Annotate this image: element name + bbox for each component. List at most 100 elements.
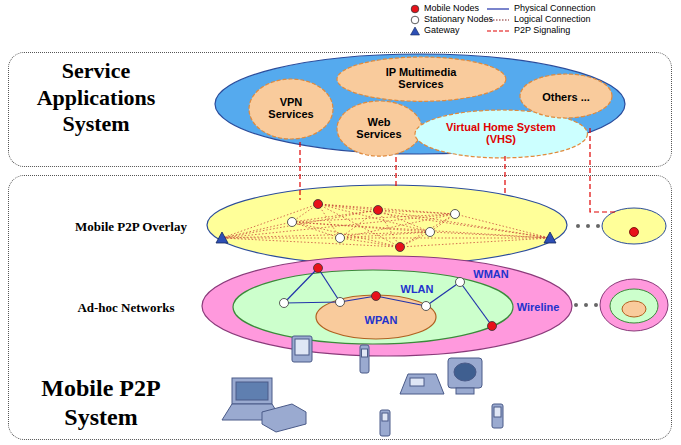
service-ellipse: VPN Services: [249, 79, 333, 139]
adhoc-net: [280, 264, 497, 331]
logical-connection: [318, 204, 378, 210]
small-overlay: [602, 208, 666, 244]
text-holder: WMAN: [461, 264, 521, 282]
logical-connection: [318, 204, 550, 238]
service-ellipse: Others ...: [520, 74, 612, 118]
gateway-sample: [411, 27, 420, 35]
legend-sample: [486, 4, 510, 14]
logical-connection: [292, 222, 550, 238]
node-label: Virtual Home System (VHS): [441, 121, 561, 146]
text-holder: WPAN: [351, 310, 411, 328]
logical-connection: [400, 238, 550, 247]
node-label: Wireline: [517, 301, 560, 314]
tablet-screen: [295, 339, 309, 355]
legend-item: Gateway: [410, 26, 460, 36]
mobile-phone: [380, 410, 390, 436]
dot: [594, 303, 598, 307]
logical-connection: [318, 204, 430, 232]
monitor-stand: [456, 388, 474, 394]
text-holder: Virtual Home System (VHS): [441, 121, 561, 148]
legend-sample: [410, 26, 420, 36]
service-ellipse: IP Multimedia Services: [337, 57, 506, 101]
laptop-display: [236, 382, 268, 400]
logical-connection: [318, 204, 340, 238]
mobile-node: [488, 322, 497, 331]
signal-line: [395, 157, 396, 186]
legend-item: Stationary Nodes: [410, 15, 493, 25]
line-sample: [487, 19, 509, 20]
logical-connection: [222, 222, 292, 238]
logical-connection: [340, 238, 550, 239]
mobile-node: [630, 228, 639, 237]
legend-text: P2P Signaling: [514, 26, 570, 36]
legend-item: Mobile Nodes: [410, 4, 479, 14]
stationary-node: [422, 302, 431, 311]
legend-text: Gateway: [424, 26, 460, 36]
legend-swatch: [411, 16, 419, 24]
text-holder: WLAN: [387, 279, 447, 297]
phone-screen: [362, 349, 368, 357]
layer-label: Ad-hoc Networks: [77, 300, 174, 316]
logical-connection: [222, 238, 400, 247]
legend-sample: [486, 26, 510, 36]
physical-connection: [460, 282, 492, 326]
tablet: [292, 336, 312, 362]
ellipse-outline: [337, 57, 506, 101]
legend-sample: [410, 15, 420, 25]
logical-connection: [340, 232, 430, 238]
signal-line: [590, 128, 618, 212]
stationary-node: [336, 298, 345, 307]
text-holder: Mobile P2P System: [16, 374, 186, 432]
node-label: VPN Services: [260, 96, 322, 121]
overlay-mesh: [216, 200, 556, 252]
desk-phone: [400, 374, 444, 394]
mobile-node: [372, 292, 381, 301]
logical-connection: [318, 204, 400, 247]
legend-item: Logical Connection: [486, 15, 591, 25]
small-wireline: [600, 279, 668, 331]
mobile-node: [314, 200, 323, 209]
text-holder: VPN Services: [260, 96, 322, 123]
mobile-phone: [360, 345, 369, 373]
legend-text: Physical Connection: [514, 4, 596, 14]
ellipsis-dots: [574, 224, 600, 307]
devices: [222, 336, 503, 436]
system-panel: Mobile P2P OverlayWPAN WLAN Ad-hoc Network…: [8, 175, 672, 440]
logical-connection: [340, 214, 455, 238]
mobile-node: [374, 206, 383, 215]
pda: [492, 404, 503, 428]
physical-connection: [340, 296, 376, 302]
node-label: WMAN: [473, 268, 508, 281]
router-box: [262, 404, 306, 432]
small-wpan: [622, 301, 646, 317]
stationary-node: [451, 210, 460, 219]
physical-connection: [376, 296, 426, 306]
legend-text: Stationary Nodes: [424, 15, 493, 25]
physical-connection: [284, 302, 340, 303]
p2p-signaling: [300, 128, 618, 212]
stationary-node: [336, 234, 345, 243]
node-label: WLAN: [401, 283, 434, 296]
dot: [584, 303, 588, 307]
layer-label: Mobile P2P Overlay: [75, 219, 187, 235]
physical-connection: [284, 268, 318, 303]
dot: [596, 224, 600, 228]
logical-connection: [455, 214, 550, 238]
node-label: Web Services: [349, 116, 409, 141]
overlay-ellipse: Mobile P2P Overlay: [41, 185, 581, 265]
mobile-node: [314, 264, 323, 273]
node-label: WPAN: [365, 314, 398, 327]
logical-connection: [292, 214, 455, 222]
line-sample: [487, 8, 509, 9]
legend-text: Logical Connection: [514, 15, 591, 25]
laptop-screen: [232, 378, 272, 404]
text-holder: Service Applications System: [4, 58, 189, 137]
node-label: Others ...: [542, 91, 590, 104]
phone-screen: [382, 413, 388, 421]
line-sample: [487, 30, 509, 31]
dot: [586, 224, 590, 228]
ellipse-outline: [202, 256, 572, 356]
dot: [574, 303, 578, 307]
physical-connection: [318, 268, 340, 302]
